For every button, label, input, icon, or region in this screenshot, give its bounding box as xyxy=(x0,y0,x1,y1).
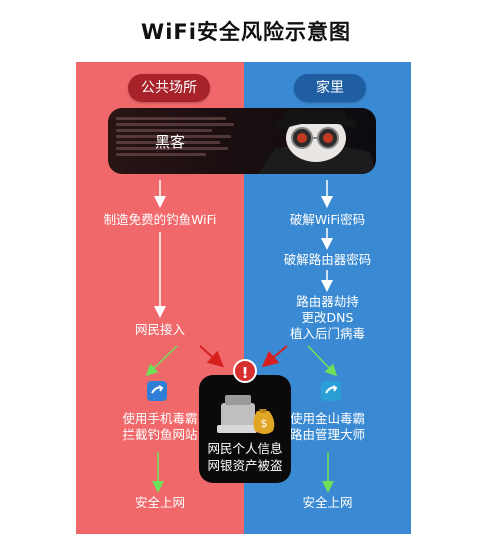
right-step-crack-router: 破解路由器密码 xyxy=(283,252,372,267)
info-theft-line2: 网银资产被盗 xyxy=(207,458,283,473)
right-step-router-hijack: 路由器劫持 更改DNS 植入后门病毒 xyxy=(244,294,411,342)
svg-text:$: $ xyxy=(261,417,268,430)
hacker-banner xyxy=(108,108,376,174)
hacker-background-text xyxy=(116,114,236,170)
info-theft-text: 网民个人信息 网银资产被盗 xyxy=(199,440,291,474)
hacker-label: 黑客 xyxy=(155,133,186,151)
info-theft-line1: 网民个人信息 xyxy=(207,441,283,456)
right-hijack-line3: 植入后门病毒 xyxy=(289,326,365,341)
money-bag-icon: $ xyxy=(217,395,275,434)
left-antivirus-line2: 拦截钓鱼网站 xyxy=(122,427,198,442)
shield-app-icon xyxy=(147,381,167,401)
hacker-image xyxy=(258,110,376,174)
right-antivirus-line2: 路由管理大师 xyxy=(289,427,365,442)
warning-icon: ! xyxy=(233,359,257,383)
right-end-safe-browsing: 安全上网 xyxy=(302,495,353,510)
left-step-phishing-wifi: 制造免费的钓鱼WiFi xyxy=(103,212,217,227)
left-step-mobile-antivirus: 使用手机毒霸 拦截钓鱼网站 xyxy=(76,411,244,443)
left-antivirus-line1: 使用手机毒霸 xyxy=(122,411,198,426)
home-header: 家里 xyxy=(294,74,366,102)
right-step-kingsoft-antivirus: 使用金山毒霸 路由管理大师 xyxy=(244,411,411,443)
right-hijack-line2: 更改DNS xyxy=(301,310,354,325)
public-place-header: 公共场所 xyxy=(128,74,210,102)
diagram-title: WiFi安全风险示意图 xyxy=(141,20,351,44)
left-step-user-connects: 网民接入 xyxy=(134,322,185,337)
right-hijack-line1: 路由器劫持 xyxy=(296,294,359,309)
left-end-safe-browsing: 安全上网 xyxy=(134,495,185,510)
info-theft-box: $ xyxy=(199,375,291,483)
right-antivirus-line1: 使用金山毒霸 xyxy=(289,411,365,426)
right-step-crack-wifi: 破解WiFi密码 xyxy=(289,212,366,227)
router-app-icon xyxy=(321,381,341,401)
